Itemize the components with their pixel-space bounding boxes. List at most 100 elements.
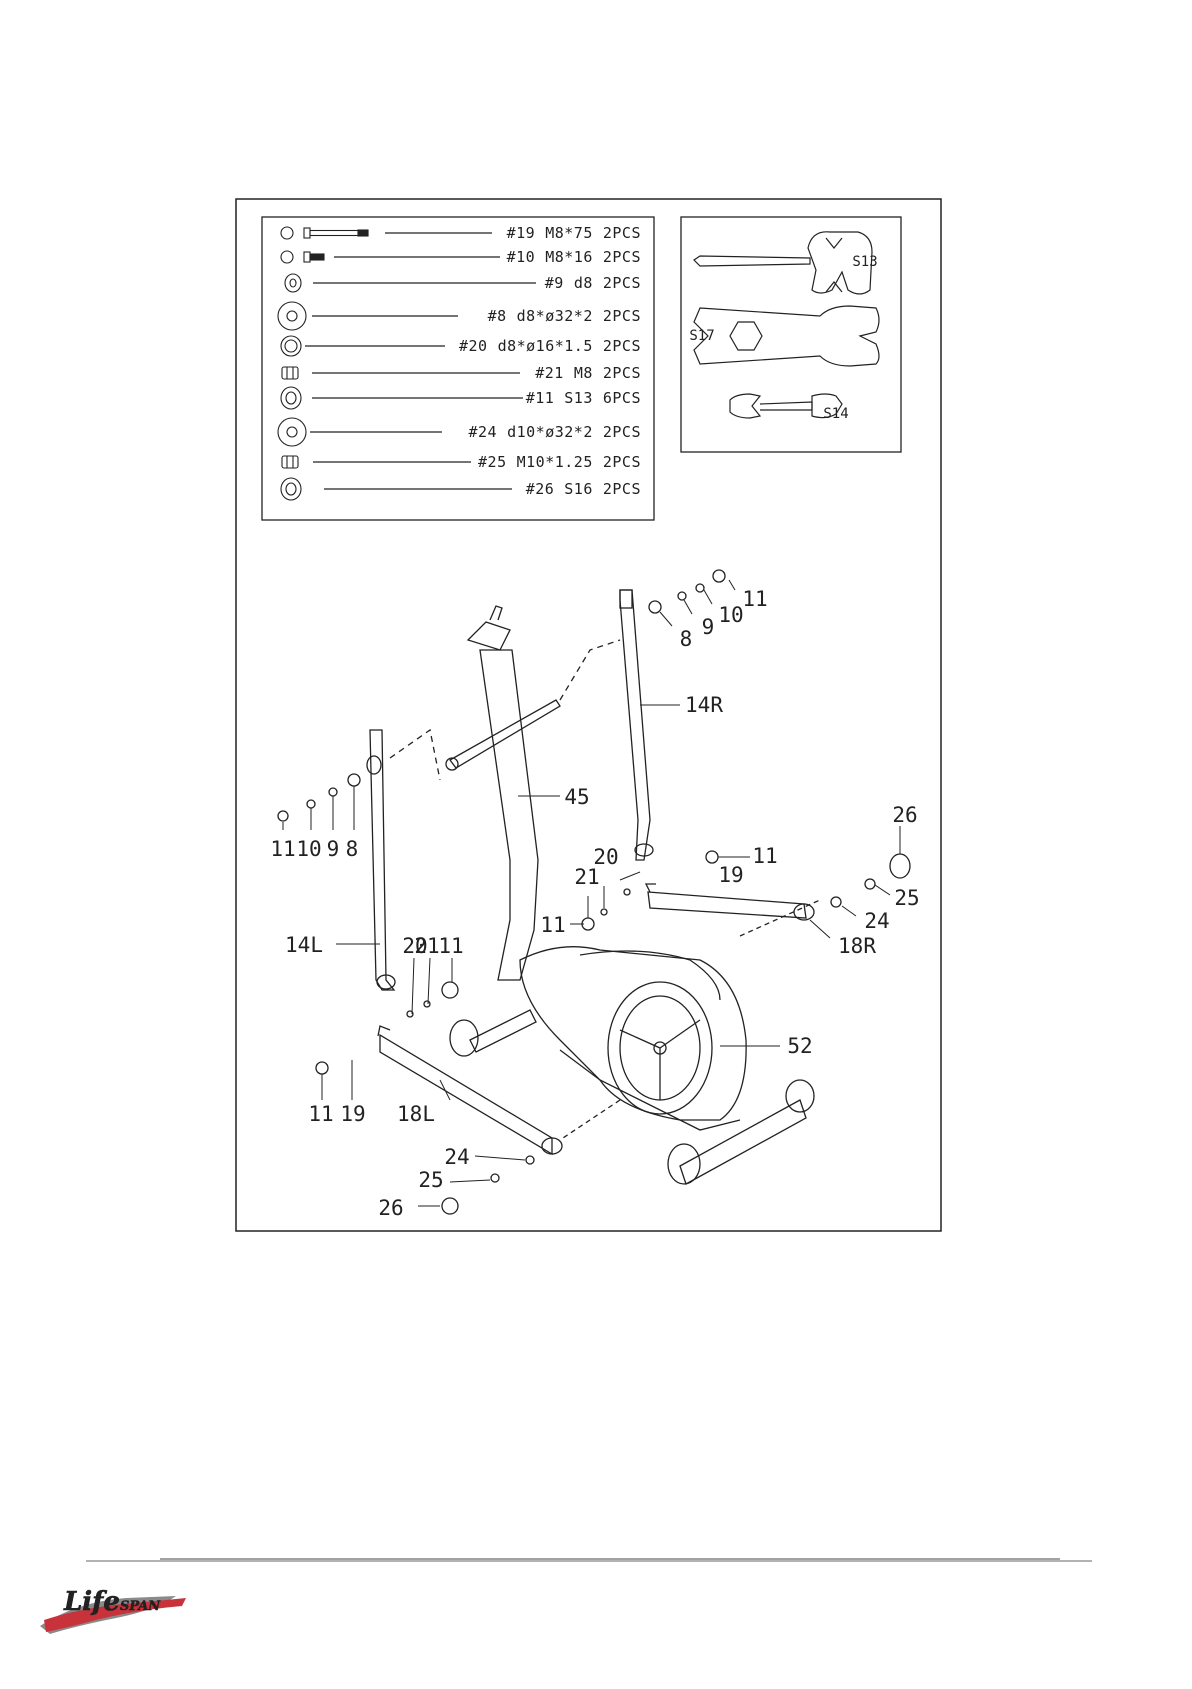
hardware-part-number: #20 <box>459 337 488 355</box>
hardware-label: #24 d10*ø32*2 2PCS <box>469 423 642 441</box>
hardware-spec: d8*ø16*1.5 <box>498 337 593 355</box>
callout-9-left: 9 <box>327 837 340 861</box>
callout-8-top-right: 8 <box>680 627 693 651</box>
callout-11-bottom-left: 11 <box>308 1102 333 1126</box>
hardware-spec: S16 <box>564 480 593 498</box>
hardware-part-number: #11 <box>526 389 555 407</box>
callout-11-top-right: 11 <box>742 587 767 611</box>
s13-label: S13 <box>852 254 877 270</box>
washer-small-icon <box>281 336 301 356</box>
callout-26-bottom: 26 <box>378 1196 403 1220</box>
callout-18l: 18L <box>397 1102 435 1126</box>
hardware-row-part-9: #9 d8 2PCS <box>285 274 641 292</box>
hardware-spec: d8*ø32*2 <box>517 307 593 325</box>
s14-tool-icon: S14 <box>730 394 849 422</box>
callout-25-bottom: 25 <box>418 1168 443 1192</box>
hardware-part-number: #19 <box>507 224 536 242</box>
hardware-label: #26 S16 2PCS <box>526 480 641 498</box>
hardware-quantity: 2PCS <box>603 453 641 471</box>
hardware-label: #21M82PCS <box>535 364 641 382</box>
hardware-quantity: 2PCS <box>603 274 641 292</box>
callout-45: 45 <box>564 785 589 809</box>
svg-text:SPAN: SPAN <box>120 1599 161 1614</box>
hardware-row-part-24: #24 d10*ø32*2 2PCS <box>278 418 641 446</box>
hardware-row-part-10: #10 M8*16 2PCS <box>281 248 641 266</box>
callout-11-lower-left: 11 <box>438 934 463 958</box>
hardware-quantity: 2PCS <box>603 423 641 441</box>
hardware-spec: d10*ø32*2 <box>507 423 593 441</box>
callout-52: 52 <box>787 1034 812 1058</box>
s17-tool-icon: S17 <box>689 306 879 366</box>
hardware-spec: M8*16 <box>545 248 593 266</box>
hardware-row-part-20: #20 d8*ø16*1.5 2PCS <box>281 336 641 356</box>
hardware-quantity: 2PCS <box>603 224 641 242</box>
hardware-label: #25 M10*1.25 2PCS <box>478 453 641 471</box>
callout-24-bottom: 24 <box>444 1145 469 1169</box>
callout-19-mid: 19 <box>718 863 743 887</box>
callout-24-right: 24 <box>864 909 889 933</box>
s14-label: S14 <box>823 406 848 422</box>
callout-labels: 11 10 9 8 14R 45 11 10 9 8 26 11 20 19 2… <box>270 587 919 1220</box>
callout-14l: 14L <box>285 933 323 957</box>
nut-cap-icon <box>281 478 301 500</box>
hardware-part-number: #24 <box>469 423 498 441</box>
callout-19-bottom-left: 19 <box>340 1102 365 1126</box>
nut-cap-icon <box>281 387 301 409</box>
nut-icon <box>282 456 298 468</box>
callout-21-mid: 21 <box>574 865 599 889</box>
callout-10-left: 10 <box>296 837 321 861</box>
s13-tool-icon: S13 <box>694 232 878 294</box>
hardware-label: #20 d8*ø16*1.5 2PCS <box>459 337 641 355</box>
hardware-label: #10 M8*16 2PCS <box>507 248 641 266</box>
hardware-spec: M8 <box>574 364 593 382</box>
callout-11-left: 11 <box>270 837 295 861</box>
washer-spring-icon <box>285 274 301 292</box>
callout-8-left: 8 <box>346 837 359 861</box>
callout-21-left: 21 <box>414 934 439 958</box>
callout-25-right: 25 <box>894 886 919 910</box>
hardware-quantity: 6PCS <box>603 389 641 407</box>
hardware-row-part-26: #26 S16 2PCS <box>281 478 641 500</box>
nut-icon <box>282 367 298 379</box>
hardware-part-number: #26 <box>526 480 555 498</box>
callout-10-top-right: 10 <box>718 603 743 627</box>
hardware-row-part-25: #25 M10*1.25 2PCS <box>282 453 641 471</box>
callout-14r: 14R <box>685 693 723 717</box>
hardware-part-number: #10 <box>507 248 536 266</box>
hardware-quantity: 2PCS <box>603 248 641 266</box>
hardware-spec: M10*1.25 <box>517 453 593 471</box>
hardware-quantity: 2PCS <box>603 337 641 355</box>
washer-large-icon <box>278 418 306 446</box>
hardware-label: #11 S13 6PCS <box>526 389 641 407</box>
s17-label: S17 <box>689 328 714 344</box>
hardware-part-number: #9 <box>545 274 564 292</box>
tools-box: S13 S17 S14 <box>681 217 901 452</box>
hardware-label: #8d8*ø32*22PCS <box>488 307 641 325</box>
hardware-part-number: #25 <box>478 453 507 471</box>
callout-18r: 18R <box>838 934 876 958</box>
washer-large-icon <box>278 302 306 330</box>
elliptical-trainer-drawing <box>278 570 910 1214</box>
hardware-box: #19M8*752PCS#10M8*162PCS#9d82PCS#8d8*ø32… <box>262 217 654 520</box>
callout-9-top-right: 9 <box>702 615 715 639</box>
hardware-label: #9 d8 2PCS <box>545 274 641 292</box>
lifespan-logo: Life SPAN <box>40 1587 186 1634</box>
hardware-spec: d8 <box>574 274 593 292</box>
bolt-short-icon <box>281 251 324 263</box>
callout-26-right: 26 <box>892 803 917 827</box>
bolt-long-icon <box>281 227 368 239</box>
hardware-quantity: 2PCS <box>603 480 641 498</box>
svg-text:Life: Life <box>63 1587 120 1617</box>
hardware-spec: S13 <box>564 389 593 407</box>
hardware-row-part-11: #11 S13 6PCS <box>281 387 641 409</box>
hardware-quantity: 2PCS <box>603 364 641 382</box>
callout-11-mid-right: 11 <box>752 844 777 868</box>
hardware-label: #19 M8*75 2PCS <box>507 224 641 242</box>
callout-11-mid: 11 <box>540 913 565 937</box>
hardware-spec: M8*75 <box>545 224 593 242</box>
hardware-quantity: 2PCS <box>603 307 641 325</box>
